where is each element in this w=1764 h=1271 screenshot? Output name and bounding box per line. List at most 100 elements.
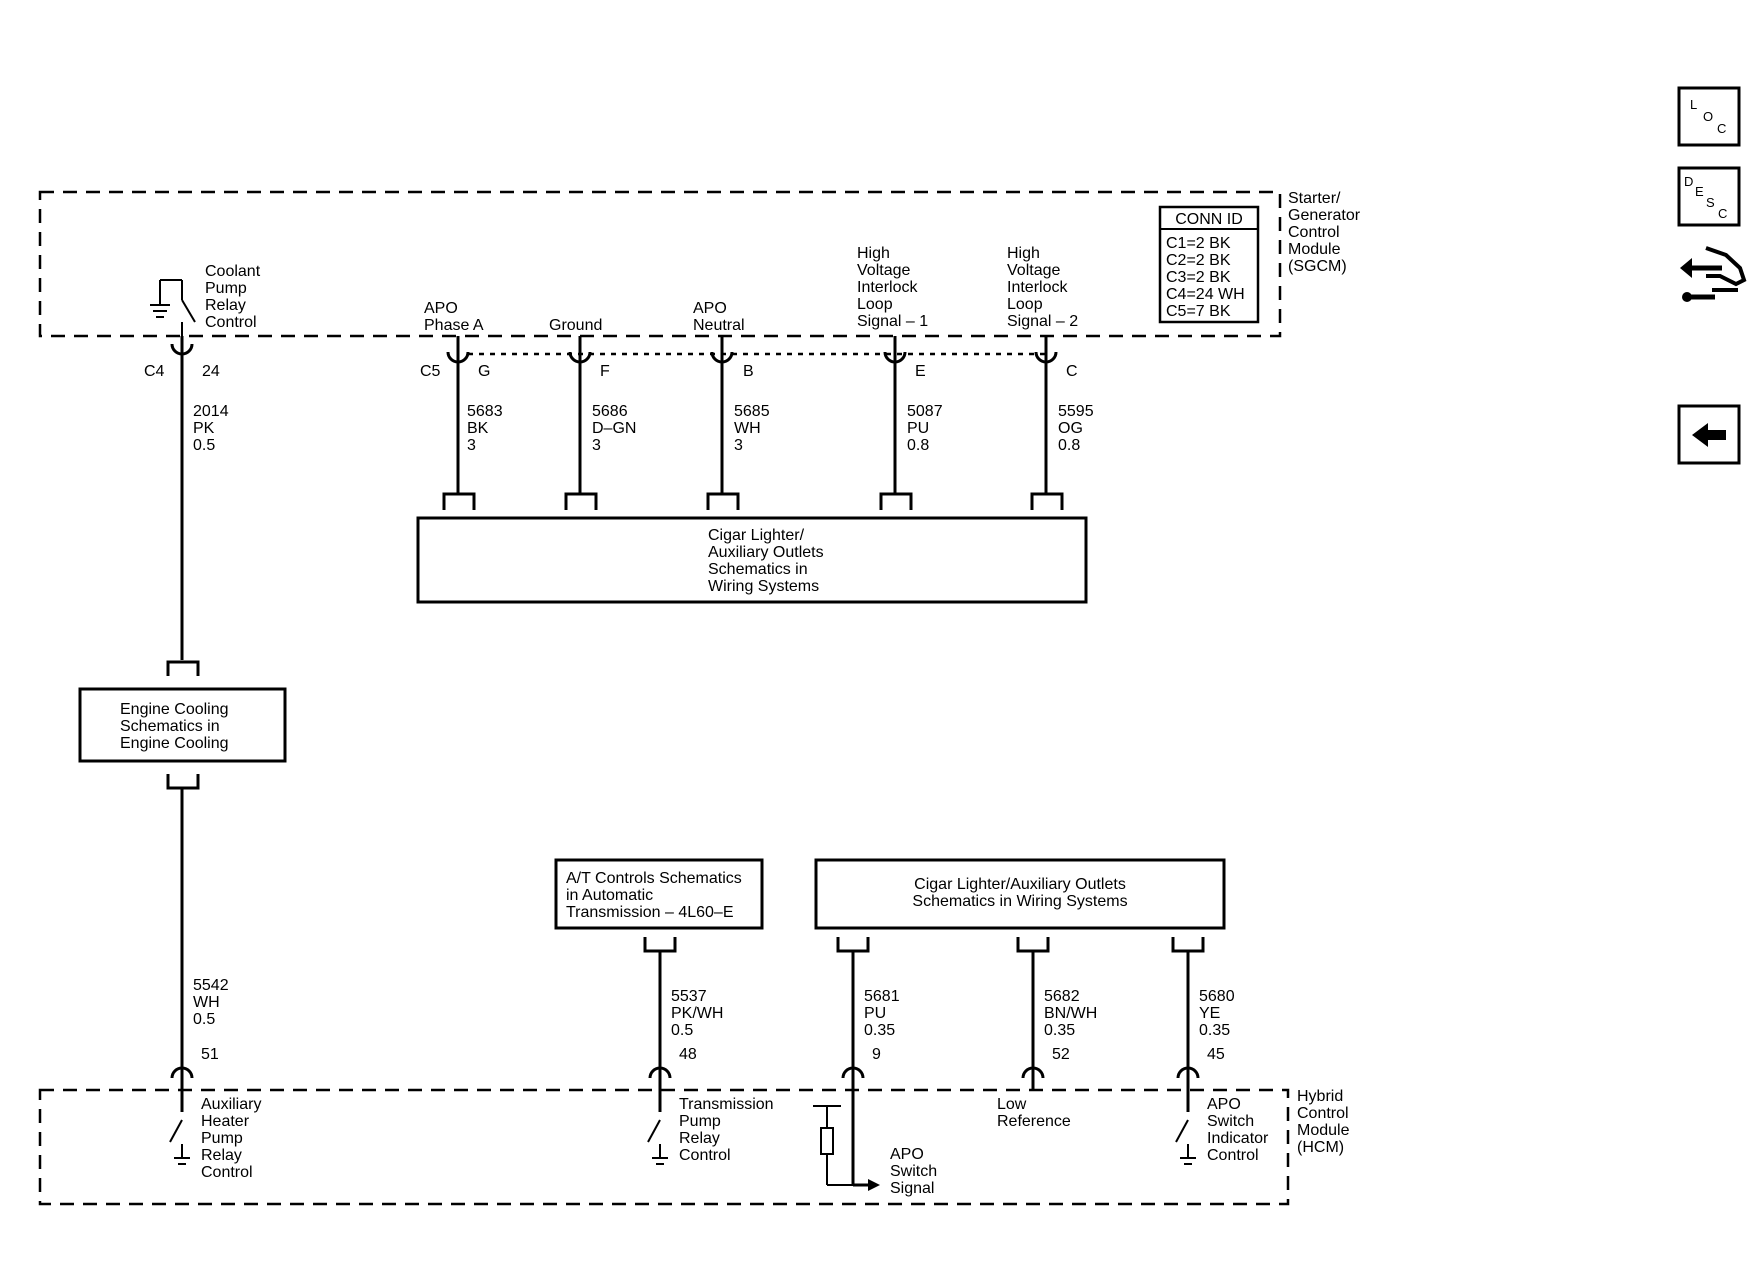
connector-pin-c5-e [883,336,907,364]
apo-phase-a-label: APO Phase A [424,300,484,334]
svg-text:5685: 5685 [734,403,770,420]
svg-text:S: S [1706,195,1715,210]
loc-icon [1677,86,1741,147]
svg-text:5087: 5087 [907,403,943,420]
svg-text:PU: PU [907,420,929,437]
loc-button[interactable]: L O C [1677,86,1741,147]
svg-text:WH: WH [734,420,761,437]
svg-text:L: L [1690,97,1697,112]
svg-text:3: 3 [592,437,601,454]
svg-text:5542: 5542 [193,977,229,994]
cigar-lighter-box-bottom[interactable]: Cigar Lighter/Auxiliary Outlets Schemati… [814,858,1226,953]
engine-cooling-box[interactable]: Engine Cooling Schematics in Engine Cool… [78,660,287,790]
svg-text:Relay: Relay [679,1130,720,1147]
svg-text:0.5: 0.5 [671,1022,693,1039]
hcm-boundary [38,1088,1290,1206]
wire-label-5681: 5681 PU 0.35 [864,988,900,1039]
connector-label-c4: C4 [144,363,165,380]
svg-text:3: 3 [467,437,476,454]
wire-label-5680: 5680 YE 0.35 [1199,988,1235,1039]
svg-text:0.35: 0.35 [1044,1022,1075,1039]
svg-text:Relay: Relay [205,297,246,314]
svg-text:5683: 5683 [467,403,503,420]
pin-label: G [478,363,490,380]
conn-id-row: C1=2 BK [1166,235,1231,252]
connector-pin-c5-g [446,336,470,364]
svg-text:0.5: 0.5 [193,1011,215,1028]
connector-hand-button[interactable] [1680,246,1747,302]
svg-text:D: D [1684,174,1693,189]
svg-text:Loop: Loop [857,296,893,313]
hcm-label: Hybrid Control Module (HCM) [1297,1088,1350,1156]
desc-button[interactable]: D E S C [1677,166,1741,227]
top-wires: 2014 PK 0.5 5683 BK 3 5686 D–GN 3 5685 W… [180,352,1094,660]
svg-text:Auxiliary: Auxiliary [201,1096,261,1113]
connector-label-c5: C5 [420,363,441,380]
svg-text:0.5: 0.5 [193,437,215,454]
at-controls-box[interactable]: A/T Controls Schematics in Automatic Tra… [554,858,764,953]
coolant-pump-switch-icon [150,279,196,336]
hcm-connectors: 51 48 9 52 45 [170,1046,1225,1090]
svg-text:BK: BK [467,420,489,437]
svg-text:Switch: Switch [1207,1113,1254,1130]
pin-label: 52 [1052,1046,1070,1063]
svg-text:Schematics in: Schematics in [708,561,808,578]
connector-pin-c5-b [710,336,734,364]
wire-label-2014: 2014 PK 0.5 [193,403,229,454]
svg-text:APO: APO [1207,1096,1241,1113]
svg-text:Hybrid: Hybrid [1297,1088,1343,1105]
cigar-lighter-box-top[interactable]: Cigar Lighter/ Auxiliary Outlets Schemat… [416,492,1088,604]
svg-text:Reference: Reference [997,1113,1071,1130]
svg-text:Transmission: Transmission [679,1096,774,1113]
wire-label-5542: 5542 WH 0.5 [193,977,229,1028]
svg-text:(HCM): (HCM) [1297,1139,1344,1156]
svg-text:WH: WH [193,994,220,1011]
svg-text:Pump: Pump [679,1113,721,1130]
pin-label: 9 [872,1046,881,1063]
connector-pin-c5-c [1034,336,1058,364]
conn-id-table: CONN ID C1=2 BK C2=2 BK C3=2 BK C4=24 WH… [1158,205,1260,324]
sgcm-connectors: C4 24 C5 G F B E C [144,336,1078,380]
apo-indicator-switch-icon [1175,1090,1196,1165]
connector-pin-9 [841,1066,865,1090]
wire-label-5537: 5537 PK/WH 0.5 [671,988,723,1039]
pin-label: 51 [201,1046,219,1063]
svg-text:Pump: Pump [205,280,247,297]
hcm-module: Hybrid Control Module (HCM) Auxiliary He… [38,1088,1350,1206]
svg-text:5686: 5686 [592,403,628,420]
connector-hand-icon [1680,246,1747,302]
back-button[interactable] [1677,404,1741,465]
svg-text:(SGCM): (SGCM) [1288,258,1347,275]
conn-id-row: C4=24 WH [1166,286,1245,303]
svg-text:Voltage: Voltage [857,262,910,279]
connector-pin-52 [1021,1066,1045,1090]
svg-text:Pump: Pump [201,1130,243,1147]
wire-label-5087: 5087 PU 0.8 [907,403,943,454]
conn-id-row: C2=2 BK [1166,252,1231,269]
pin-label: 45 [1207,1046,1225,1063]
svg-text:Voltage: Voltage [1007,262,1060,279]
svg-text:5680: 5680 [1199,988,1235,1005]
svg-text:C: C [1718,206,1727,221]
svg-text:Auxiliary Outlets: Auxiliary Outlets [708,544,824,561]
trans-pump-switch-icon [647,1090,668,1165]
svg-text:Interlock: Interlock [857,279,918,296]
connector-pin-51 [170,1066,194,1090]
pin-label: 48 [679,1046,697,1063]
svg-text:5595: 5595 [1058,403,1094,420]
svg-text:Control: Control [205,314,257,331]
low-reference-label: Low Reference [997,1096,1071,1130]
svg-text:0.8: 0.8 [1058,437,1080,454]
apo-neutral-label: APO Neutral [693,300,745,334]
svg-text:in Automatic: in Automatic [566,887,653,904]
svg-text:APO: APO [890,1146,924,1163]
svg-text:Interlock: Interlock [1007,279,1068,296]
connector-pin-c5-f [568,336,592,364]
svg-text:2014: 2014 [193,403,229,420]
svg-text:Schematics in: Schematics in [120,718,220,735]
pin-label: B [743,363,754,380]
conn-id-title: CONN ID [1175,211,1243,228]
svg-text:Control: Control [679,1147,731,1164]
aux-heater-switch-icon [169,1090,190,1165]
